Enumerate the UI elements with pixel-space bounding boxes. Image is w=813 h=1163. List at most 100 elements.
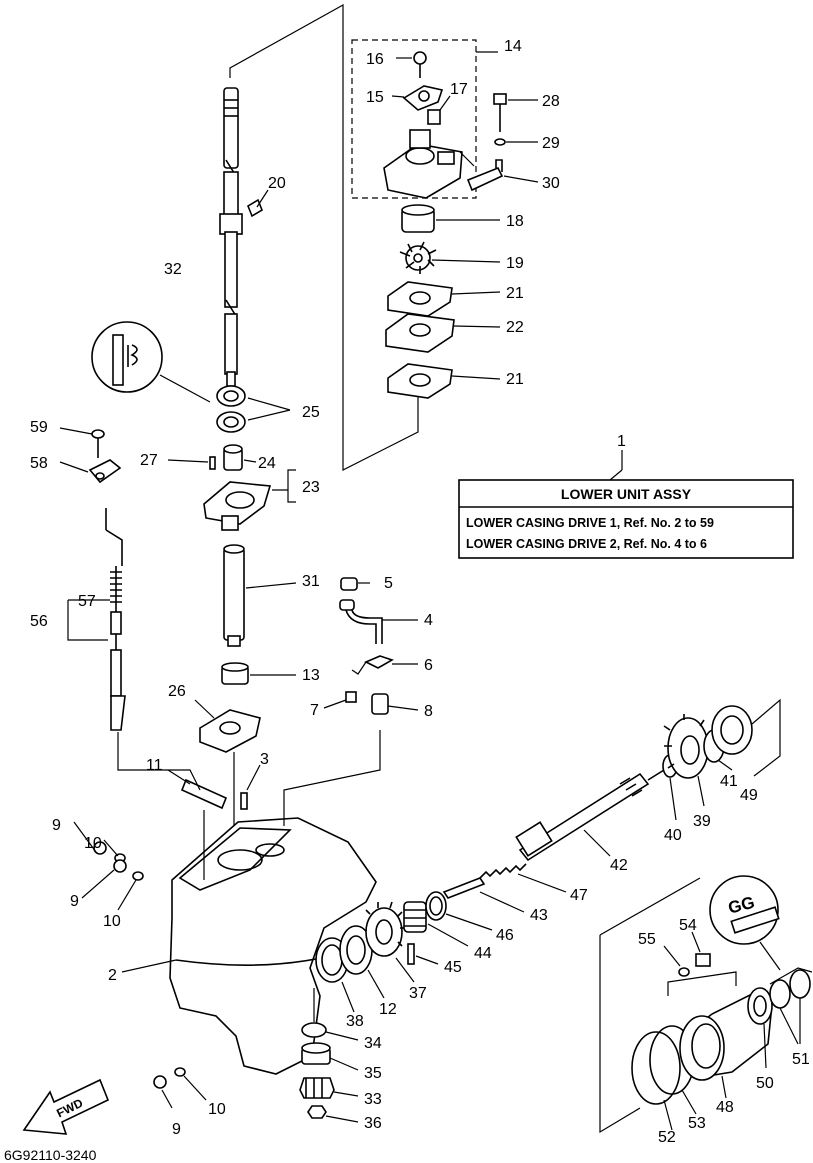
part-14-pump-assembly [351, 39, 498, 199]
part-20-clip [247, 189, 269, 218]
callout-35: 35 [364, 1065, 382, 1082]
part-9-bolt-c [153, 1075, 173, 1109]
part-3-pin [240, 764, 261, 810]
part-39-gear [663, 714, 709, 807]
part-54-bolt [691, 931, 711, 967]
callout-29: 29 [542, 135, 560, 152]
callout-18: 18 [506, 213, 524, 230]
callout-39: 39 [693, 813, 711, 830]
table-row-2: LOWER CASING DRIVE 2, Ref. No. 4 to 6 [466, 537, 707, 551]
part-29-washer [494, 138, 538, 146]
callout-33: 33 [364, 1091, 382, 1108]
callout-50: 50 [756, 1075, 774, 1092]
part-7-screw [323, 691, 357, 709]
part-10-washer-a [103, 839, 126, 863]
part-23-housing [203, 469, 296, 531]
callout-47: 47 [570, 887, 588, 904]
callout-1: 1 [617, 433, 626, 450]
callout-12: 12 [379, 1001, 397, 1018]
part-13-bearing [221, 662, 296, 685]
part-12-bearing [339, 925, 385, 999]
callout-38: 38 [346, 1013, 364, 1030]
table-title: LOWER UNIT ASSY [561, 486, 692, 502]
callout-34: 34 [364, 1035, 382, 1052]
callout-19: 19 [506, 255, 524, 272]
drawing-code: 6G92110-3240 [4, 1147, 97, 1163]
rear-fastener-bracket [667, 971, 737, 996]
part-17-insert [427, 95, 451, 125]
part-9-bolt-b [81, 859, 127, 899]
part-27-pin [167, 456, 216, 470]
part-6-grommet [351, 655, 418, 675]
part-19-impeller [399, 241, 501, 274]
lubricant-detail-circle [709, 875, 781, 971]
part-10-washer-c [174, 1067, 207, 1101]
lower-unit-assy-table [458, 450, 794, 559]
callout-9-a: 9 [52, 817, 61, 834]
part-10-washer-b [117, 871, 144, 911]
callout-32: 32 [164, 261, 182, 278]
callout-26: 26 [168, 683, 186, 700]
callout-42: 42 [610, 857, 628, 874]
callout-5: 5 [384, 575, 393, 592]
part-4-tube [339, 599, 418, 644]
part-55-washer [663, 945, 690, 977]
callout-8: 8 [424, 703, 433, 720]
callout-51: 51 [792, 1051, 810, 1068]
callout-3: 3 [260, 751, 269, 768]
fwd-arrow-icon [22, 1078, 110, 1135]
part-45-pin [407, 943, 439, 965]
part-25-bearings [216, 385, 291, 433]
callout-46: 46 [496, 927, 514, 944]
callout-20: 20 [268, 175, 286, 192]
drive-shaft-outline-bracket [229, 3, 419, 471]
part-36-nut [307, 1105, 359, 1123]
callout-55: 55 [638, 931, 656, 948]
callout-28: 28 [542, 93, 560, 110]
part-24-bushing [223, 444, 257, 471]
rear-group-bracket [599, 877, 701, 1134]
callout-37: 37 [409, 985, 427, 1002]
part-34-washer [301, 988, 359, 1041]
part-35-bearing [301, 1042, 359, 1071]
part-21-gasket-lower [387, 363, 501, 399]
callout-6: 6 [424, 657, 433, 674]
part-46-ring [425, 891, 493, 931]
part-30-bracket [459, 151, 539, 192]
callout-48: 48 [716, 1099, 734, 1116]
callout-2: 2 [108, 967, 117, 984]
part-15-plate [391, 85, 444, 111]
callout-10-a: 10 [84, 835, 102, 852]
part-51-seals [769, 967, 813, 1045]
callout-11: 11 [146, 757, 163, 774]
callout-21-b: 21 [506, 371, 524, 388]
callout-58: 58 [30, 455, 48, 472]
callout-17: 17 [450, 81, 468, 98]
drive-shaft [219, 87, 243, 387]
part-42-propeller-shaft [515, 769, 665, 862]
callout-30: 30 [542, 175, 560, 192]
callout-44: 44 [474, 945, 492, 962]
part-9-bolt-a [73, 821, 107, 855]
callout-40: 40 [664, 827, 682, 844]
callout-16: 16 [366, 51, 384, 68]
part-22-plate [385, 313, 501, 353]
callout-41: 41 [720, 773, 738, 790]
table-row-1: LOWER CASING DRIVE 1, Ref. No. 2 to 59 [466, 516, 714, 530]
part-28-bolt [493, 93, 538, 132]
part-44-dog-clutch [403, 901, 469, 947]
part-49-bearing [711, 698, 781, 777]
part-11-plate [167, 769, 228, 810]
callout-15: 15 [366, 89, 384, 106]
part-5-grommet [340, 577, 370, 591]
callout-54: 54 [679, 917, 697, 934]
part-33-pinion [299, 1077, 359, 1099]
callout-49: 49 [740, 787, 758, 804]
part-18-liner [401, 204, 500, 233]
part-37-gear [365, 901, 415, 983]
callout-36: 36 [364, 1115, 382, 1132]
callout-22: 22 [506, 319, 524, 336]
callout-45: 45 [444, 959, 462, 976]
callout-27: 27 [140, 452, 158, 469]
